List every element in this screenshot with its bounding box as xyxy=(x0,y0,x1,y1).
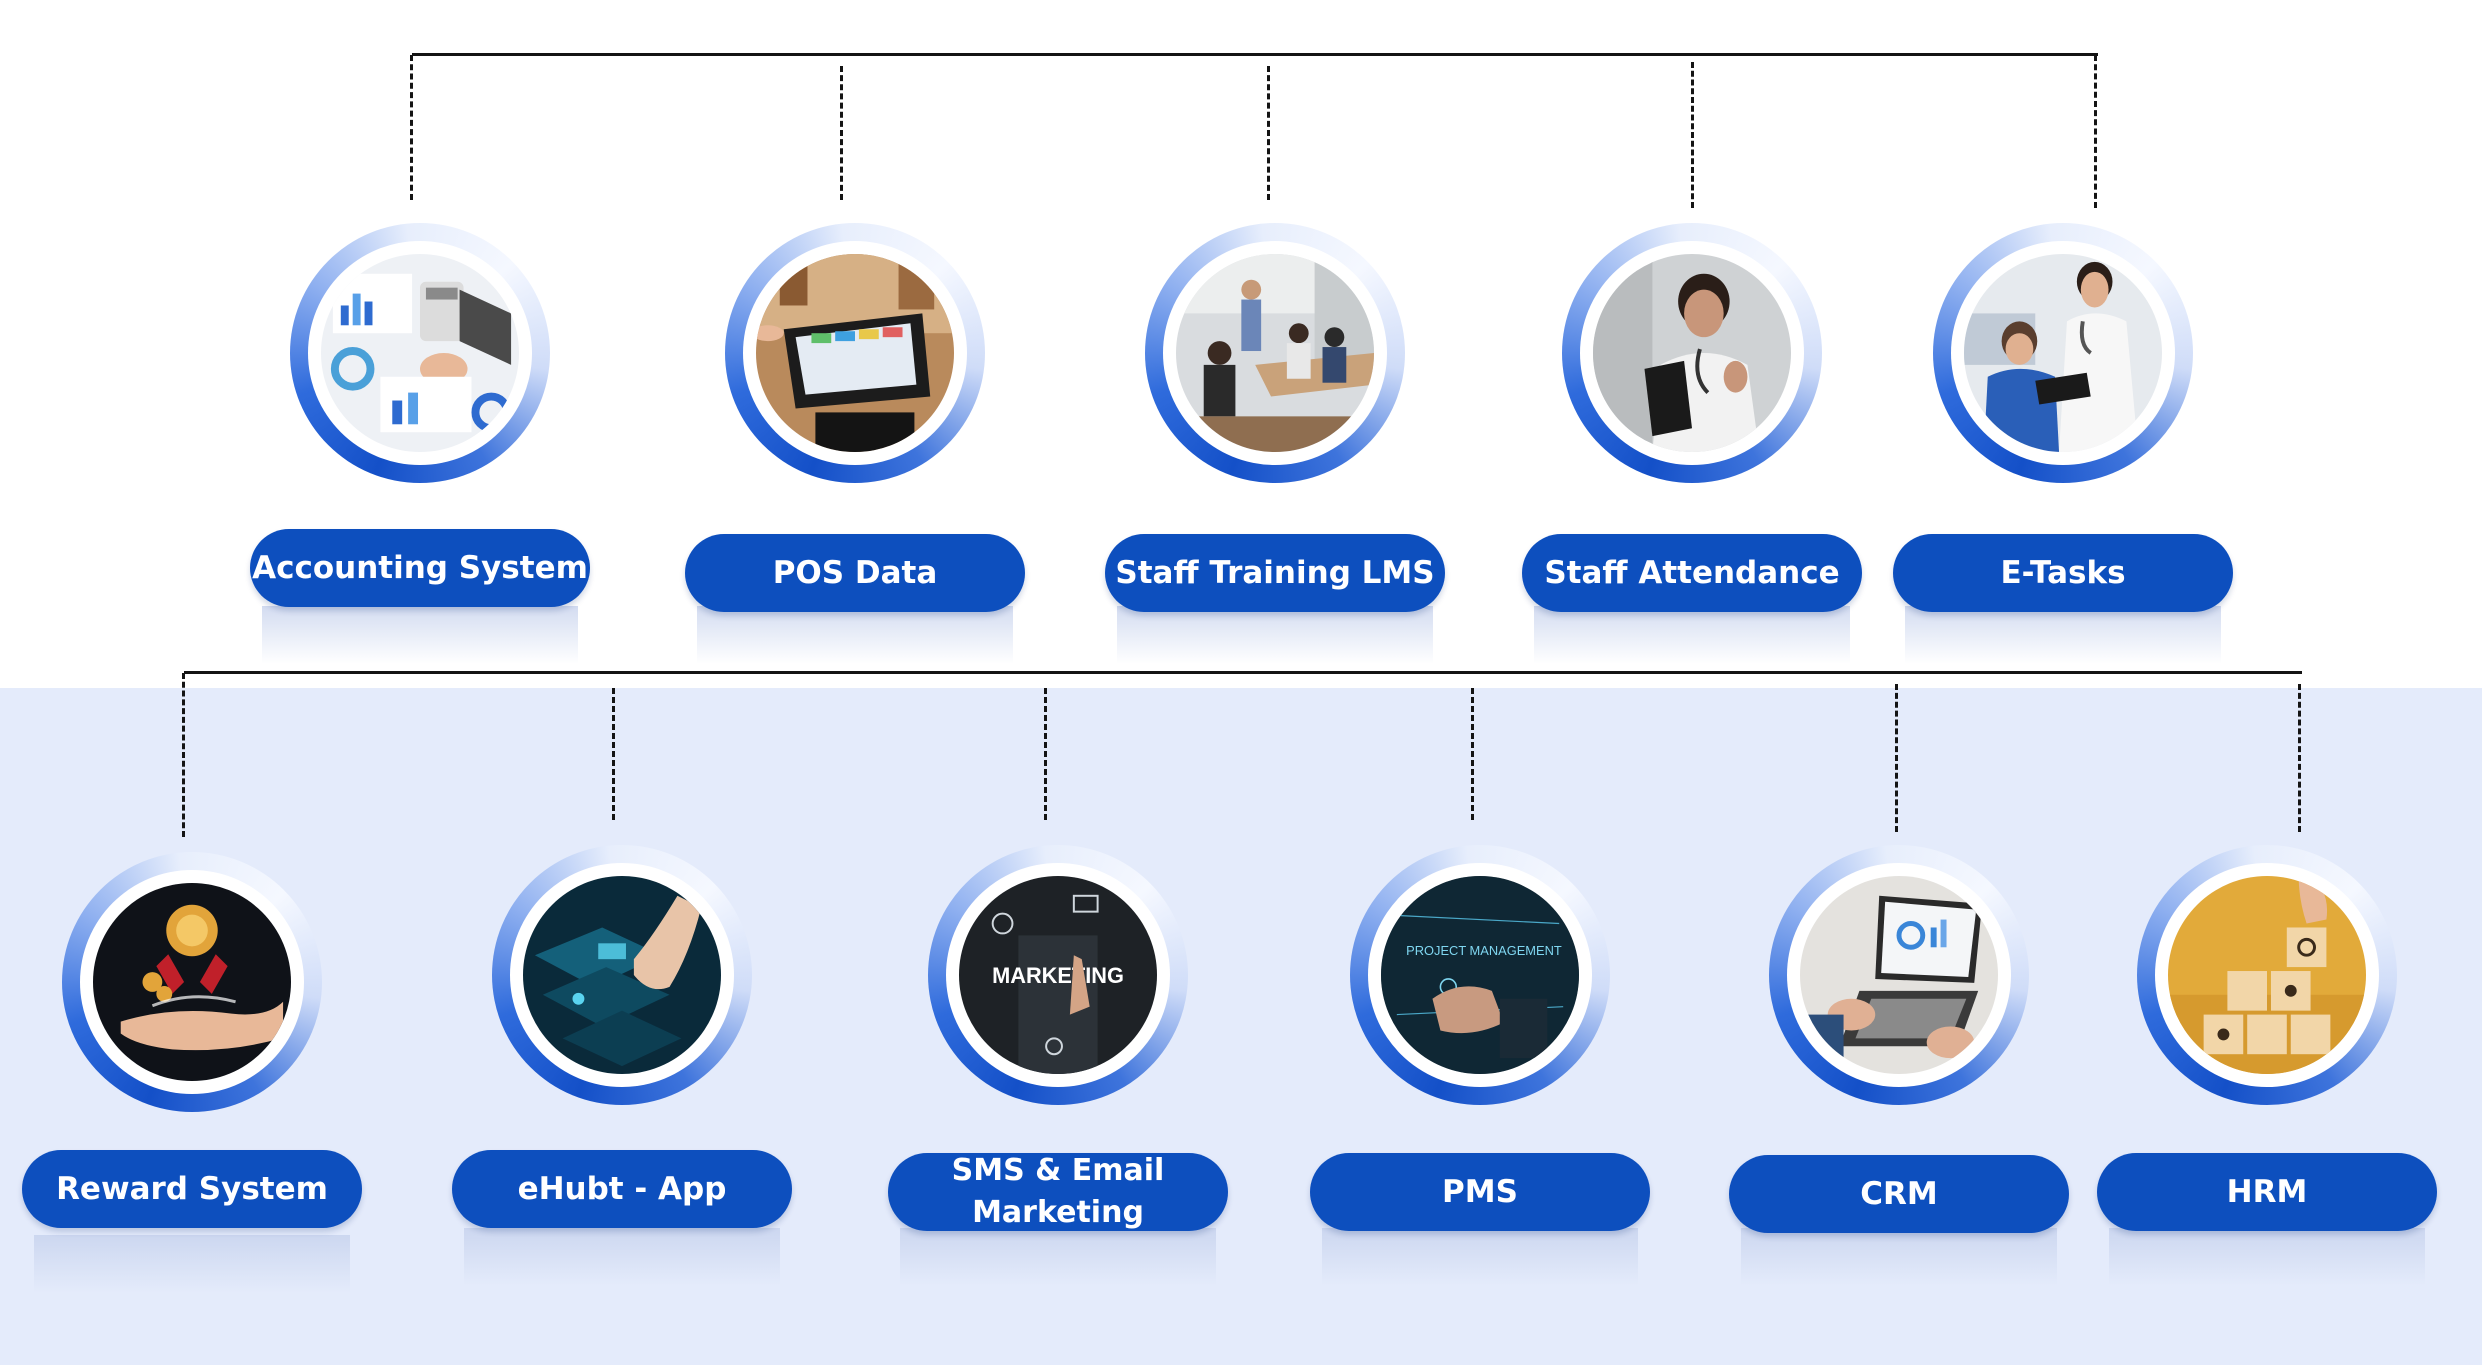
node-ehubt: eHubt - App xyxy=(442,845,802,1286)
label-sms-email-marketing[interactable]: SMS & Email Marketing xyxy=(888,1153,1228,1231)
connector-pms xyxy=(1471,688,1474,820)
hr-blocks-photo-icon xyxy=(2168,876,2366,1074)
node-attendance: Staff Attendance xyxy=(1512,223,1872,664)
photo-ring xyxy=(492,845,752,1105)
training-meeting-photo-icon xyxy=(1176,254,1374,452)
label-pms[interactable]: PMS xyxy=(1310,1153,1650,1231)
connector-pos xyxy=(840,66,843,200)
digital-touch-photo-icon xyxy=(523,876,721,1074)
node-pms: PROJECT MANAGEMENT PMS xyxy=(1300,845,1660,1286)
project-management-photo-icon: PROJECT MANAGEMENT xyxy=(1381,876,1579,1074)
label-accounting-system[interactable]: Accounting System xyxy=(250,529,590,607)
node-sms: MARKETING SMS & Email Marketing xyxy=(878,845,1238,1286)
pos-terminal-photo-icon xyxy=(756,254,954,452)
photo-ring: MARKETING xyxy=(928,845,1188,1105)
pms-overlay-text: PROJECT MANAGEMENT xyxy=(1406,943,1562,958)
node-hrm: HRM xyxy=(2087,845,2447,1286)
connector-attendance xyxy=(1691,62,1694,208)
photo-ring xyxy=(1145,223,1405,483)
doctor-tablet-photo-icon xyxy=(1593,254,1791,452)
label-pos-data[interactable]: POS Data xyxy=(685,534,1025,612)
marketing-overlay-text: MARKETING xyxy=(992,963,1124,988)
photo-ring xyxy=(290,223,550,483)
node-pos: POS Data xyxy=(675,223,1035,664)
marketing-photo-icon: MARKETING xyxy=(959,876,1157,1074)
top-bus-line xyxy=(412,53,2098,56)
photo-ring xyxy=(725,223,985,483)
connector-hrm xyxy=(2298,684,2301,832)
connector-reward xyxy=(182,673,185,837)
connector-sms xyxy=(1044,688,1047,820)
photo-ring xyxy=(1562,223,1822,483)
label-reward-system[interactable]: Reward System xyxy=(22,1150,362,1228)
node-accounting: Accounting System xyxy=(240,223,600,664)
bottom-bus-line xyxy=(184,671,2302,674)
connector-lms xyxy=(1267,66,1270,200)
medical-team-photo-icon xyxy=(1964,254,2162,452)
label-e-tasks[interactable]: E-Tasks xyxy=(1893,534,2233,612)
node-lms: Staff Training LMS xyxy=(1095,223,1455,664)
photo-ring xyxy=(1769,845,2029,1105)
label-staff-training-lms[interactable]: Staff Training LMS xyxy=(1105,534,1445,612)
laptop-dashboard-photo-icon xyxy=(1800,876,1998,1074)
connector-etasks xyxy=(2094,55,2097,208)
photo-ring: PROJECT MANAGEMENT xyxy=(1350,845,1610,1105)
reward-medal-photo-icon xyxy=(93,883,291,1081)
label-hrm[interactable]: HRM xyxy=(2097,1153,2437,1231)
bottom-row-background xyxy=(0,688,2482,1365)
label-ehubt-app[interactable]: eHubt - App xyxy=(452,1150,792,1228)
node-etasks: E-Tasks xyxy=(1883,223,2243,664)
photo-ring xyxy=(62,852,322,1112)
connector-accounting xyxy=(410,55,413,200)
label-crm[interactable]: CRM xyxy=(1729,1155,2069,1233)
accounting-photo-icon xyxy=(321,254,519,452)
node-crm: CRM xyxy=(1719,845,2079,1286)
label-staff-attendance[interactable]: Staff Attendance xyxy=(1522,534,1862,612)
photo-ring xyxy=(1933,223,2193,483)
connector-ehubt xyxy=(612,688,615,820)
node-reward: Reward System xyxy=(12,852,372,1293)
connector-crm xyxy=(1895,684,1898,832)
photo-ring xyxy=(2137,845,2397,1105)
